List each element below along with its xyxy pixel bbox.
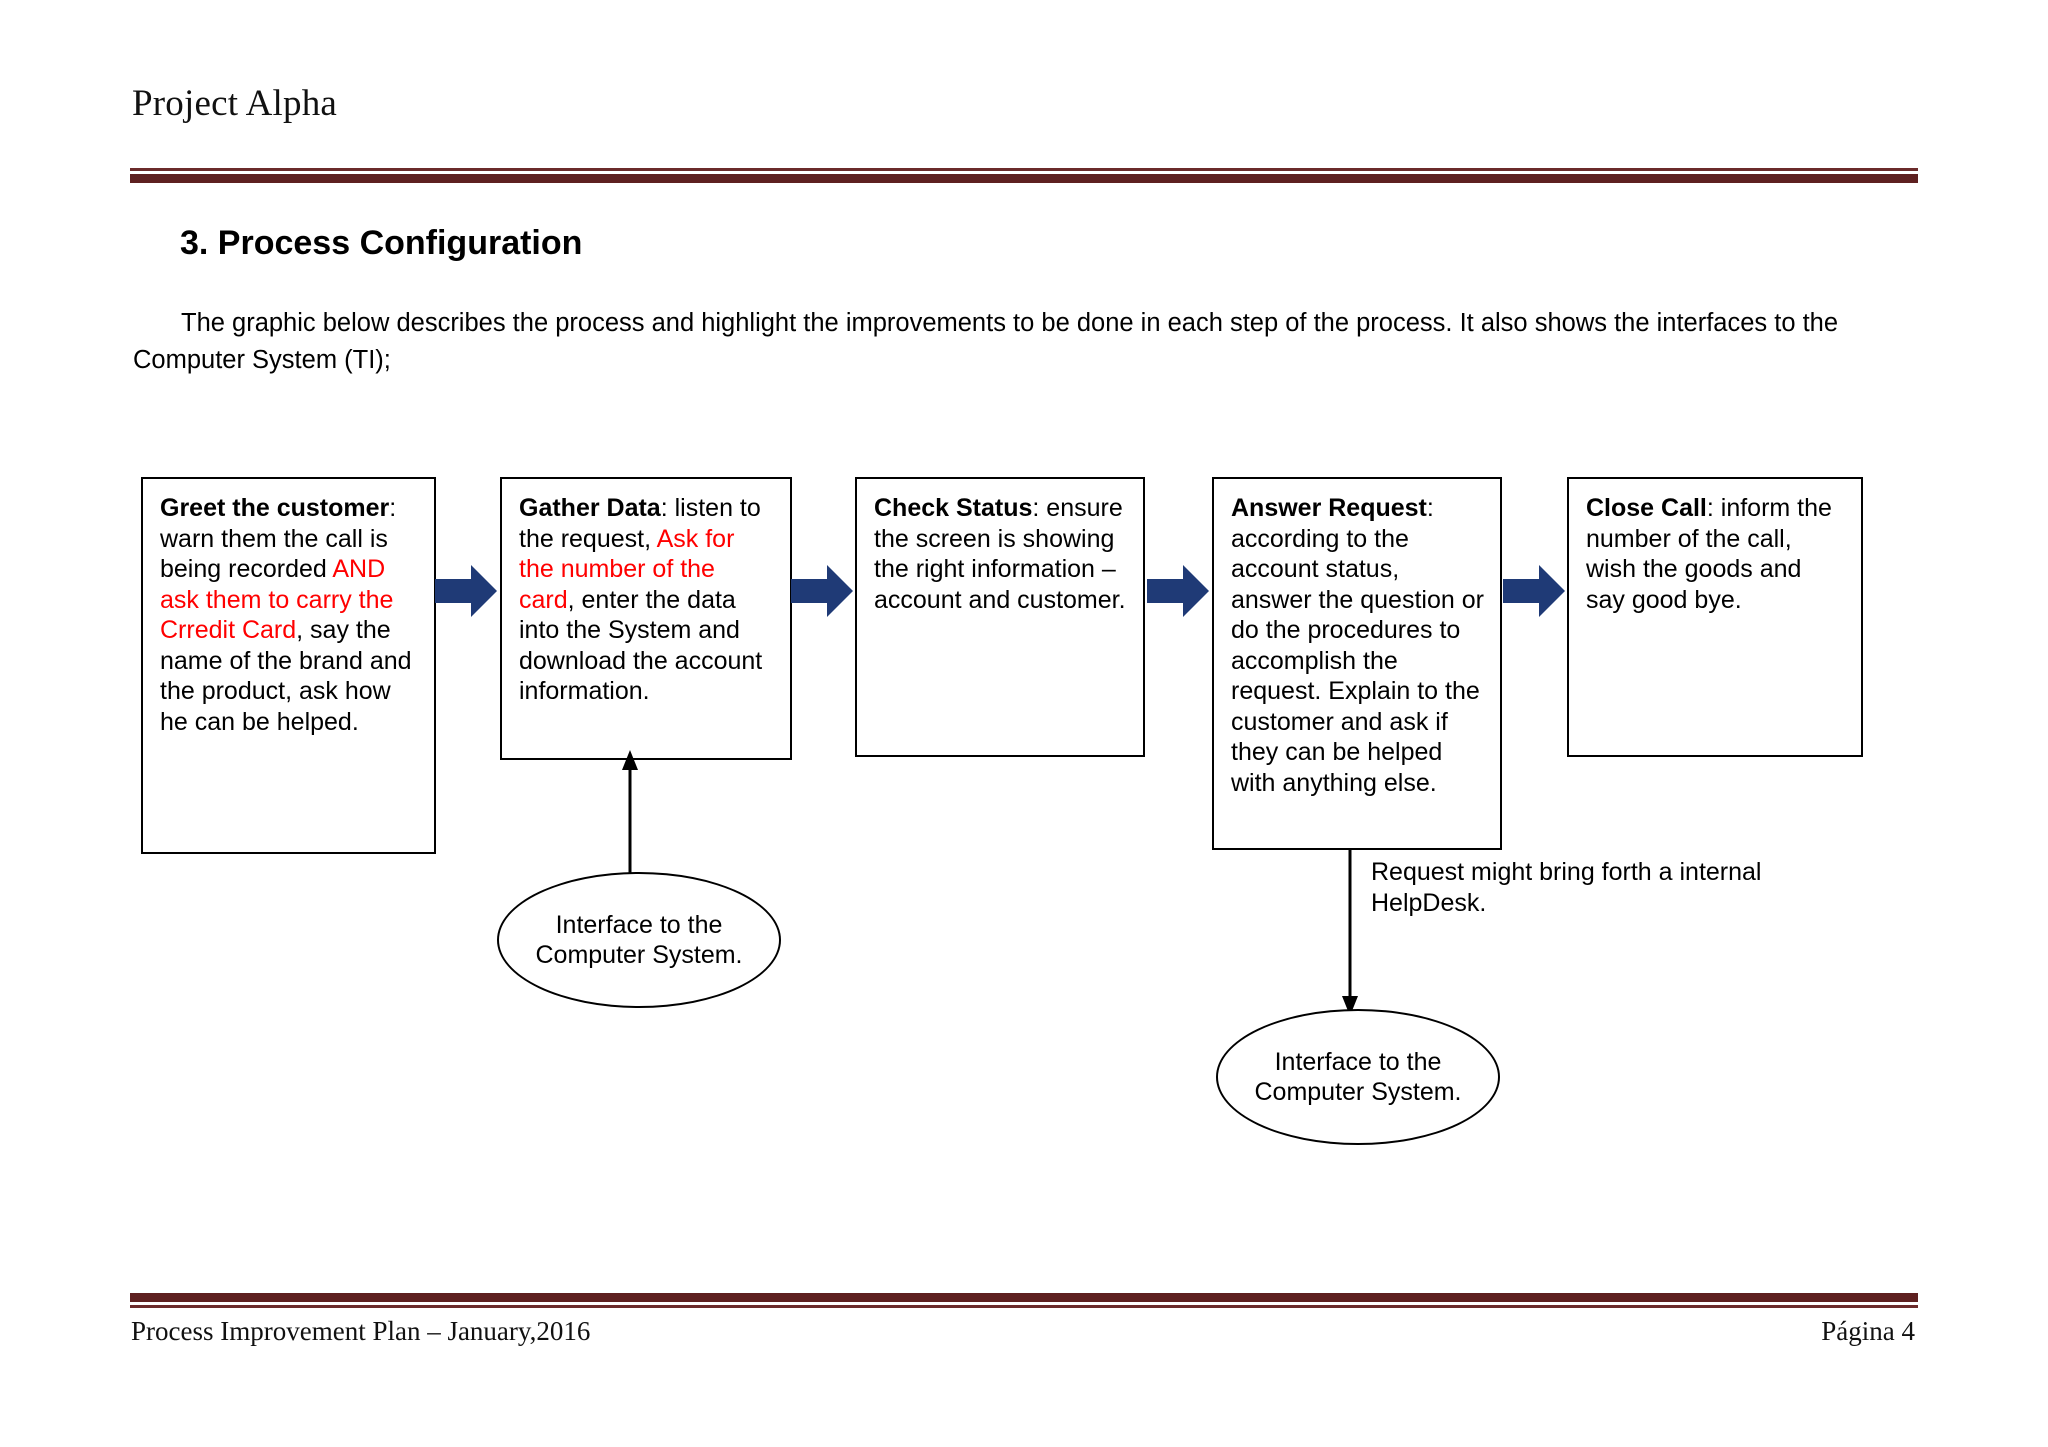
process-box-answer-request: Answer Request: according to the account… [1212,477,1502,850]
footer-document-title: Process Improvement Plan – January,2016 [131,1316,591,1346]
process-box-close-call: Close Call: inform the number of the cal… [1567,477,1863,757]
interface-ellipse-label: Interface to the Computer System. [1254,1048,1462,1106]
rule-thick-line [130,174,1918,183]
footer-divider-rule [130,1293,1918,1308]
flow-arrow-right-icon [1147,565,1209,617]
rule-gap [130,1302,1918,1305]
rule-gap [130,171,1918,174]
process-box-text-before: inform the number of the call, wish the … [1586,494,1832,614]
process-box-colon: : [660,494,675,522]
process-box-text-after: , enter the data into the System and dow… [519,585,763,706]
process-box-gather-data: Gather Data: listen to the request, Ask … [500,477,792,760]
interface-ellipse-computer-system: Interface to the Computer System. [497,872,781,1008]
process-box-colon: : [1032,494,1047,522]
flow-arrow-right-icon [435,565,497,617]
process-box-colon: : [389,494,397,522]
process-box-highlight: Ask for the number of the card [519,524,735,614]
process-box-greet-the-customer: Greet the customer: warn them the call i… [141,477,436,854]
process-box-text-before: warn them the call is being recorded [160,524,388,584]
section-heading: 3. Process Configuration [180,224,583,262]
header-divider-rule [130,168,1918,183]
process-box-highlight: AND ask them to carry the Crredit Card [160,555,394,644]
rule-thick-line [130,1293,1918,1302]
process-box-text-before: ensure the screen is showing the right i… [874,494,1126,614]
interface-ellipse-label: Interface to the Computer System. [535,911,743,969]
process-box-title: Gather Data [519,494,661,522]
annotation-helpdesk: Request might bring forth a internal Hel… [1371,858,1762,917]
process-box-title: Greet the customer [160,494,390,522]
flow-arrow-right-icon [1503,565,1565,617]
process-box-title: Close Call [1586,494,1707,522]
process-box-colon: : [1426,494,1434,522]
connector-arrow-down-icon [1340,848,1360,1016]
process-box-title: Check Status [874,494,1033,522]
process-box-text-before: listen to the request, [519,494,761,553]
process-box-text-after: , say the name of the brand and the prod… [160,616,412,736]
intro-paragraph: The graphic below describes the process … [133,309,1839,374]
process-box-check-status: Check Status: ensure the screen is showi… [855,477,1145,757]
process-box-title: Answer Request [1231,494,1427,522]
connector-arrow-up-icon [620,750,640,880]
process-box-colon: : [1706,494,1721,522]
process-box-text-before: according to the account status, answer … [1231,524,1484,797]
footer-page-number: Página 4 [1821,1316,1915,1346]
flow-arrow-right-icon [791,565,853,617]
rule-thin-line [130,168,1918,171]
rule-thin-line [130,1305,1918,1308]
page-title: Project Alpha [132,83,338,124]
interface-ellipse-computer-system: Interface to the Computer System. [1216,1009,1500,1145]
